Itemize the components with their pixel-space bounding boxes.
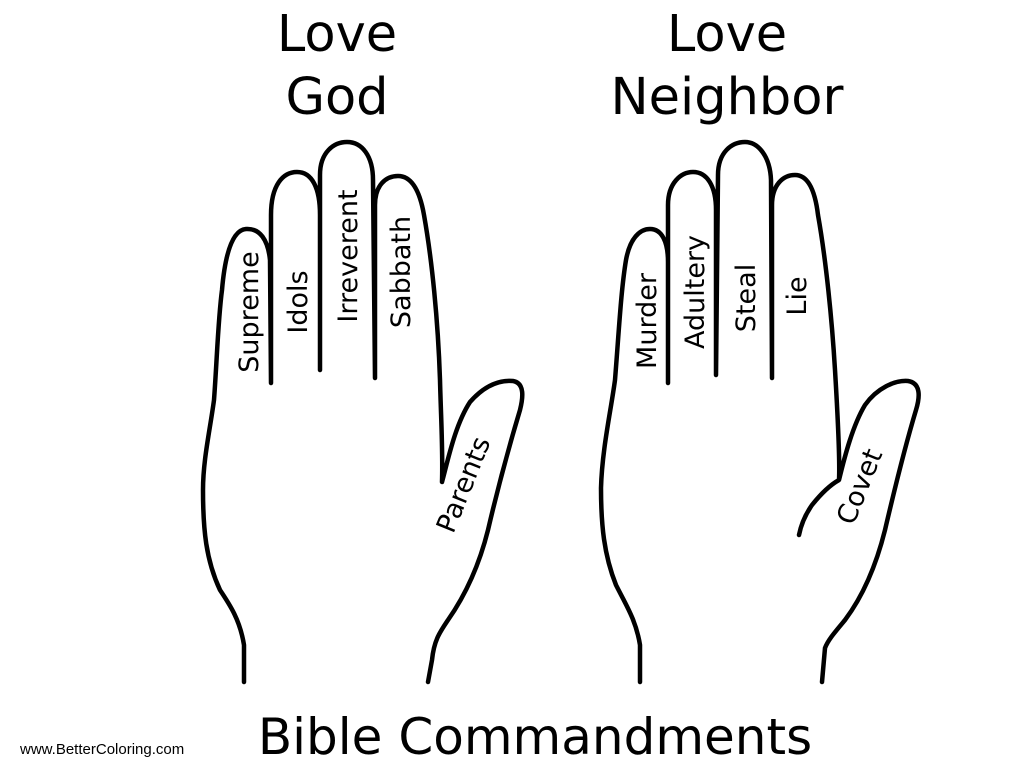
page-title: Bible Commandments [258,708,812,766]
left-heading-line1: Love [277,5,397,64]
left-heading-line2: God [285,68,388,127]
finger-label-adultery: Adultery [680,235,711,349]
finger-label-supreme: Supreme [234,251,265,372]
right-heading-line2: Neighbor [611,68,844,127]
finger-label-steal: Steal [731,264,762,332]
right-hand-outline [598,139,921,685]
finger-label-lie: Lie [782,276,813,315]
finger-label-idols: Idols [283,270,314,333]
right-heading-line1: Love [667,5,787,64]
right-hand: Love Neighbor Murder Adultery Steal Lie … [598,5,921,685]
left-hand-outline [200,139,525,685]
right-finger-labels: Murder Adultery Steal Lie Covet [632,235,889,529]
finger-label-sabbath: Sabbath [386,216,417,328]
left-hand: Love God Supreme Idols Irreverent Sabbat… [200,5,525,685]
watermark: www.BetterColoring.com [19,741,184,758]
finger-label-murder: Murder [632,272,663,369]
left-finger-labels: Supreme Idols Irreverent Sabbath Parents [234,189,497,537]
finger-label-irreverent: Irreverent [333,189,364,322]
